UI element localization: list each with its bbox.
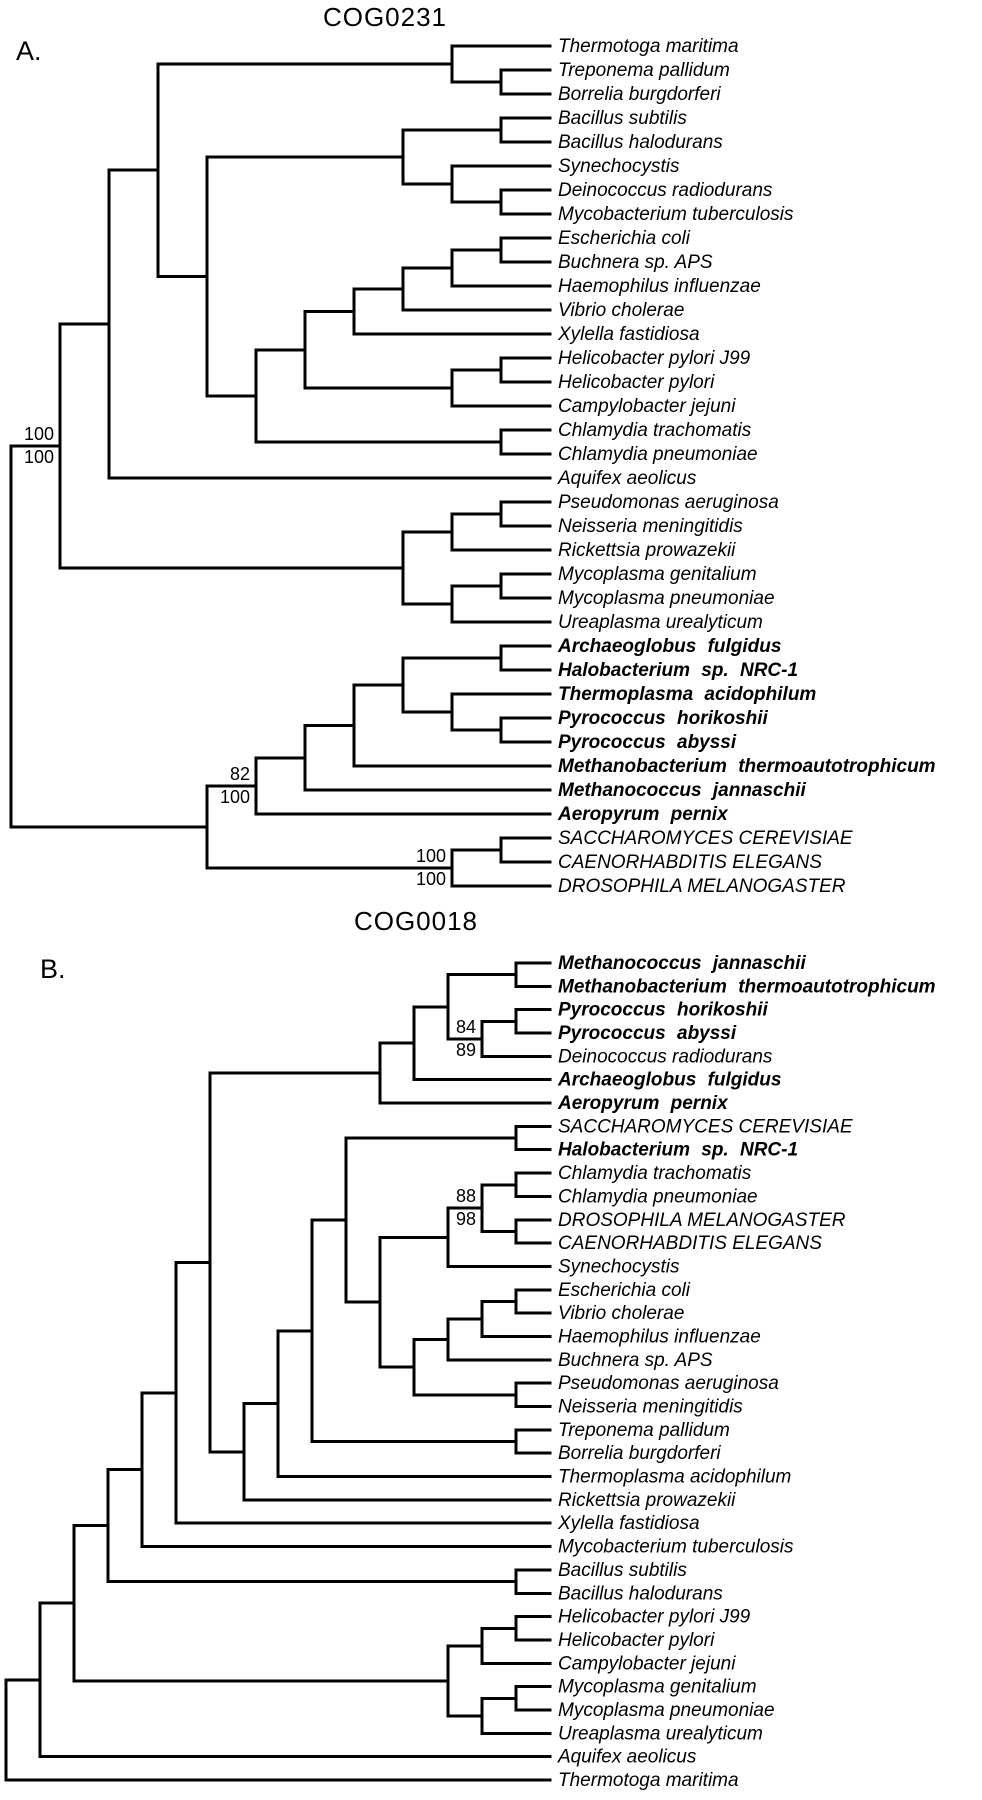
bootstrap-value-below: 89 — [456, 1040, 476, 1060]
bootstrap-value-below: 100 — [24, 447, 54, 467]
taxon-label: CAENORHABDITIS ELEGANS — [558, 852, 822, 873]
taxon-label: Escherichia coli — [558, 1280, 691, 1301]
panel-a-title: COG0231 — [322, 2, 448, 32]
taxon-label: Methanococcus jannaschii — [558, 953, 807, 974]
taxon-label: Pseudomonas aeruginosa — [558, 492, 779, 513]
taxon-label: Chlamydia pneumoniae — [558, 444, 758, 465]
taxon-label: CAENORHABDITIS ELEGANS — [558, 1233, 822, 1254]
taxon-label: Mycobacterium tuberculosis — [558, 1537, 794, 1558]
taxon-label: Synechocystis — [558, 156, 680, 177]
bootstrap-value-above: 84 — [456, 1017, 476, 1037]
taxon-label: Halobacterium sp. NRC-1 — [558, 660, 798, 681]
taxon-label: Synechocystis — [558, 1256, 680, 1277]
taxon-label: Vibrio cholerae — [558, 1303, 684, 1324]
bootstrap-value-above: 88 — [456, 1186, 476, 1206]
taxon-label: Neisseria meningitidis — [558, 1397, 743, 1418]
taxon-label: Deinococcus radiodurans — [558, 1046, 773, 1067]
taxon-label: Haemophilus influenzae — [558, 276, 761, 297]
taxon-label: DROSOPHILA MELANOGASTER — [558, 1210, 846, 1231]
taxon-label: Xylella fastidiosa — [557, 324, 700, 345]
taxon-label: Campylobacter jejuni — [558, 1653, 736, 1674]
taxon-label: Helicobacter pylori J99 — [558, 1607, 751, 1628]
taxon-label: Bacillus subtilis — [558, 108, 687, 129]
taxon-label: Bacillus halodurans — [558, 1583, 723, 1604]
taxon-label: Aquifex aeolicus — [557, 468, 697, 489]
taxon-label: Chlamydia pneumoniae — [558, 1186, 758, 1207]
panel-b-letter: B. — [40, 954, 66, 984]
taxon-label: Vibrio cholerae — [558, 300, 684, 321]
taxon-label: Aeropyrum pernix — [557, 804, 729, 825]
taxon-label: Buchnera sp. APS — [558, 252, 713, 273]
taxon-label: Ureaplasma urealyticum — [558, 1723, 763, 1744]
taxon-label: Methanobacterium thermoautotrophicum — [558, 756, 936, 777]
taxon-label: Mycoplasma pneumoniae — [558, 588, 775, 609]
taxon-label: Buchnera sp. APS — [558, 1350, 713, 1371]
taxon-label: Pseudomonas aeruginosa — [558, 1373, 779, 1394]
taxon-label: Helicobacter pylori — [558, 372, 715, 393]
taxon-label: Methanobacterium thermoautotrophicum — [558, 976, 936, 997]
tree-B: Methanococcus jannaschiiMethanobacterium… — [4, 953, 936, 1791]
taxon-label: Archaeoglobus fulgidus — [557, 1070, 781, 1091]
taxon-label: Mycoplasma genitalium — [558, 1677, 757, 1698]
bootstrap-value-above: 82 — [230, 764, 250, 784]
taxon-label: Bacillus subtilis — [558, 1560, 687, 1581]
taxon-label: Pyrococcus horikoshii — [558, 708, 769, 729]
taxon-label: Helicobacter pylori J99 — [558, 348, 751, 369]
taxon-label: Mycoplasma pneumoniae — [558, 1700, 775, 1721]
taxon-label: Chlamydia trachomatis — [558, 420, 752, 441]
taxon-label: Treponema pallidum — [558, 1420, 730, 1441]
taxon-label: SACCHAROMYCES CEREVISIAE — [558, 828, 853, 849]
taxon-label: Archaeoglobus fulgidus — [557, 636, 781, 657]
taxon-label: Rickettsia prowazekii — [558, 540, 736, 561]
taxon-label: Borrelia burgdorferi — [558, 1443, 721, 1464]
taxon-label: Methanococcus jannaschii — [558, 780, 807, 801]
taxon-label: Mycoplasma genitalium — [558, 564, 757, 585]
taxon-label: Thermotoga maritima — [558, 36, 739, 57]
taxon-label: Helicobacter pylori — [558, 1630, 715, 1651]
panel-b-title: COG0018 — [353, 906, 479, 936]
taxon-label: Thermotoga maritima — [558, 1770, 739, 1791]
taxon-label: Neisseria meningitidis — [558, 516, 743, 537]
bootstrap-value-above: 100 — [24, 424, 54, 444]
taxon-label: Treponema pallidum — [558, 60, 730, 81]
taxon-label: Aquifex aeolicus — [557, 1747, 697, 1768]
taxon-label: Rickettsia prowazekii — [558, 1490, 736, 1511]
taxon-label: Borrelia burgdorferi — [558, 84, 721, 105]
taxon-label: Pyrococcus horikoshii — [558, 1000, 769, 1021]
taxon-label: Campylobacter jejuni — [558, 396, 736, 417]
bootstrap-value-below: 100 — [416, 869, 446, 889]
taxon-label: Chlamydia trachomatis — [558, 1163, 752, 1184]
bootstrap-value-above: 100 — [416, 846, 446, 866]
taxon-label: Pyrococcus abyssi — [558, 1023, 737, 1044]
taxon-label: Escherichia coli — [558, 228, 691, 249]
taxon-label: Mycobacterium tuberculosis — [558, 204, 794, 225]
taxon-label: Pyrococcus abyssi — [558, 732, 737, 753]
taxon-label: Halobacterium sp. NRC-1 — [558, 1140, 798, 1161]
taxon-label: SACCHAROMYCES CEREVISIAE — [558, 1116, 853, 1137]
bootstrap-value-below: 100 — [220, 787, 250, 807]
taxon-label: Deinococcus radiodurans — [558, 180, 773, 201]
taxon-label: Ureaplasma urealyticum — [558, 612, 763, 633]
taxon-label: Thermoplasma acidophilum — [558, 1467, 791, 1488]
panel-a-letter: A. — [16, 36, 42, 66]
taxon-label: DROSOPHILA MELANOGASTER — [558, 876, 846, 897]
taxon-label: Haemophilus influenzae — [558, 1326, 761, 1347]
taxon-label: Thermoplasma acidophilum — [558, 684, 816, 705]
taxon-label: Bacillus halodurans — [558, 132, 723, 153]
taxon-label: Aeropyrum pernix — [557, 1093, 729, 1114]
taxon-label: Xylella fastidiosa — [557, 1513, 700, 1534]
bootstrap-value-below: 98 — [456, 1209, 476, 1229]
